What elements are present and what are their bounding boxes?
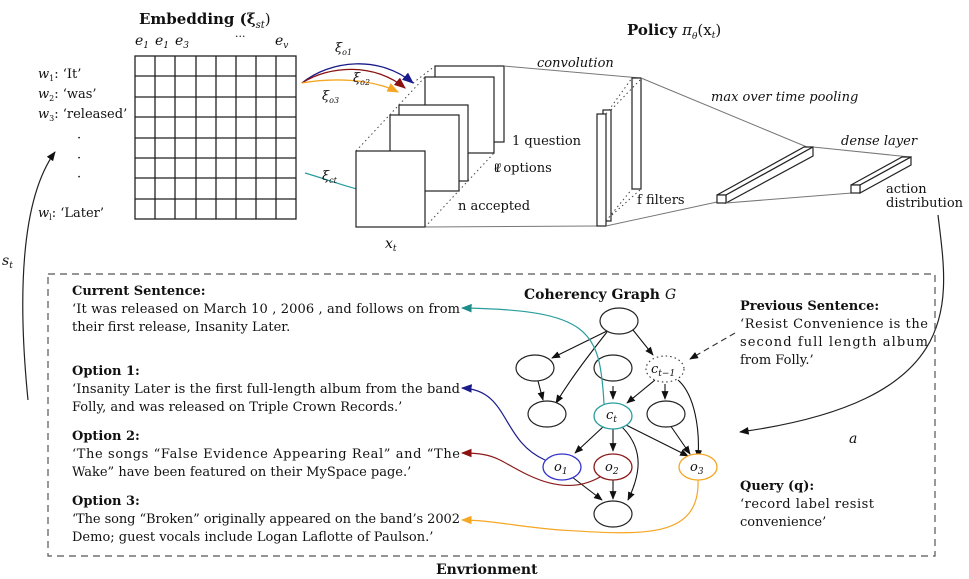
svg-text:ξo3: ξo3: [322, 89, 339, 105]
graph-node: [527, 400, 567, 428]
svg-text:·: ·: [77, 131, 81, 146]
svg-text:ev: ev: [275, 33, 288, 51]
o2-link: [460, 448, 601, 487]
graph-node: [599, 307, 639, 335]
graph-node: [593, 354, 633, 382]
action-label: a: [849, 431, 857, 447]
embedding-arrows: ξo1 ξo2 ξo3 ξct: [301, 41, 414, 199]
previous-sentence-pointer: [689, 332, 736, 360]
environment-box: Envrionment Current Sentence: ‘It was re…: [47, 273, 936, 578]
rl-loop: st a: [2, 151, 945, 447]
embedding-word-list: w1: ‘It’ w2: ‘was’ w3: ‘released’ · · · …: [38, 67, 127, 222]
query-heading: Query (q):: [740, 479, 814, 494]
graph-node-ct-1: [645, 355, 685, 383]
svg-text:o2: o2: [605, 460, 619, 477]
environment-title: Envrionment: [436, 562, 538, 578]
graph-node: [515, 354, 555, 382]
xi-o1-arrow: [301, 63, 414, 84]
option-1-heading: Option 1:: [72, 364, 140, 379]
input-tensor-stack: 1 question ℓℓ options n accepted xt: [355, 65, 582, 254]
svg-text:n accepted: n accepted: [458, 199, 530, 214]
feature-map: [596, 113, 607, 227]
svg-text:ct: ct: [606, 408, 617, 425]
xi-o2-arrow: [301, 68, 406, 89]
accepted-layer: [355, 150, 426, 228]
svg-text:o1: o1: [554, 460, 568, 477]
svg-text:ξo1: ξo1: [335, 41, 352, 57]
state-arrow: [22, 151, 56, 401]
word-row: w2: ‘was’: [38, 87, 97, 103]
svg-text:Embedding (ξst): Embedding (ξst): [139, 10, 271, 31]
svg-text:action: action: [886, 182, 927, 197]
svg-text:convolution: convolution: [537, 56, 614, 71]
graph-node-o1: [542, 453, 582, 481]
svg-text:‘record label resist: ‘record label resist: [740, 497, 875, 512]
state-label: st: [2, 253, 13, 271]
word-row: w3: ‘released’: [38, 107, 127, 123]
graph-node-o2: [593, 453, 633, 481]
svg-text:e1: e1: [135, 33, 149, 51]
embedding-section: Embedding (ξst) e1 e1 e3 ··· ev w1: ‘It’…: [38, 10, 297, 222]
svg-text:1 question: 1 question: [512, 134, 582, 149]
current-sentence-heading: Current Sentence:: [72, 284, 206, 299]
svg-text:e3: e3: [175, 33, 189, 51]
svg-text:from Folly.’: from Folly.’: [740, 353, 814, 368]
graph-node: [593, 500, 633, 528]
o3-link: [460, 479, 699, 534]
option-2-heading: Option 2:: [72, 429, 140, 444]
embedding-column-labels: e1 e1 e3 ··· ev: [135, 30, 288, 51]
pooled-vector: [716, 145, 814, 205]
svg-text:Demo; guest vocals include Log: Demo; guest vocals include Logan Laflott…: [72, 530, 433, 545]
xi-o3-arrow: [301, 79, 400, 93]
svg-text:Wake” have been featured on th: Wake” have been featured on their MySpac…: [72, 465, 411, 480]
svg-text:···: ···: [235, 30, 246, 43]
svg-text:o3: o3: [690, 460, 704, 477]
graph-node: [646, 400, 686, 428]
svg-text:ct−1: ct−1: [651, 362, 675, 379]
svg-text:ξo2: ξo2: [353, 71, 370, 87]
svg-text:ℓℓ options: ℓℓ options: [493, 161, 552, 176]
graph-node-ct: [593, 402, 633, 430]
svg-text:dense layer: dense layer: [841, 134, 918, 149]
svg-text:‘The songs “False Evidence App: ‘The songs “False Evidence Appearing Rea…: [72, 447, 460, 462]
embedding-matrix: [134, 55, 297, 220]
svg-text:ξct: ξct: [322, 169, 338, 185]
svg-text:‘It was released on March 10 ,: ‘It was released on March 10 , 2006 , an…: [72, 302, 460, 317]
sentence-list: Current Sentence: ‘It was released on Ma…: [72, 284, 460, 545]
word-row: w1: ‘It’: [38, 67, 81, 83]
svg-text:distribution: distribution: [886, 196, 964, 211]
svg-text:‘Resist Convenience is the: ‘Resist Convenience is the: [740, 317, 928, 332]
o1-link: [460, 384, 546, 461]
svg-text:‘Insanity Later is the first f: ‘Insanity Later is the first full-length…: [72, 382, 460, 397]
svg-text:·: ·: [77, 151, 81, 166]
embedding-title: Embedding (ξ: [139, 10, 256, 28]
dense-vector: [850, 155, 912, 195]
svg-text:max over time pooling: max over time pooling: [711, 90, 858, 105]
svg-text:‘The song “Broken” originally: ‘The song “Broken” originally appeared o…: [72, 512, 460, 527]
svg-text:convenience’: convenience’: [740, 515, 826, 530]
svg-text:e1: e1: [155, 33, 169, 51]
svg-text:second full length album: second full length album: [740, 335, 928, 350]
option-3-heading: Option 3:: [72, 494, 140, 509]
svg-text:·: ·: [77, 170, 81, 185]
svg-text:their first release, Insanity: their first release, Insanity Later.: [72, 320, 290, 335]
action-arrow: [739, 214, 945, 435]
context-panel: Previous Sentence: ‘Resist Convenience i…: [740, 299, 928, 530]
feature-map: [631, 77, 642, 190]
svg-text:Folly, and was released on Tri: Folly, and was released on Triple Crown …: [72, 400, 402, 415]
xt-label: xt: [385, 236, 397, 254]
previous-sentence-heading: Previous Sentence:: [740, 299, 879, 314]
svg-text:f filters: f filters: [637, 193, 685, 208]
word-row: wl: ‘Later’: [38, 206, 104, 222]
ct-link: [460, 303, 605, 405]
